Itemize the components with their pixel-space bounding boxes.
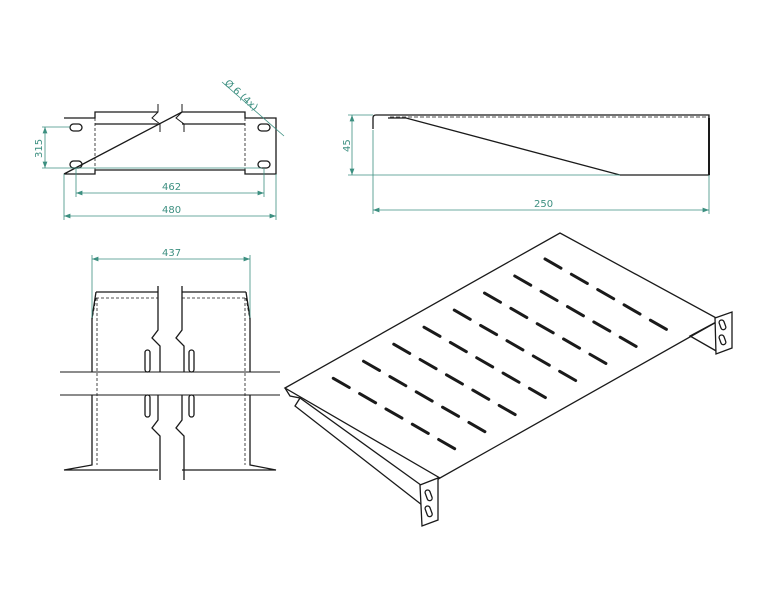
slot <box>531 354 551 367</box>
slot <box>565 305 585 318</box>
isometric-view <box>283 232 733 527</box>
slot <box>444 373 464 386</box>
slot <box>543 257 563 270</box>
ventilation-slots <box>331 257 668 451</box>
inner-width-dim-label: 437 <box>162 248 181 259</box>
slot <box>437 438 457 451</box>
slot <box>569 272 589 285</box>
slot <box>392 342 412 355</box>
slot <box>648 318 668 331</box>
slot <box>362 359 381 372</box>
slot <box>618 335 638 348</box>
slot <box>509 306 529 320</box>
slot <box>596 288 616 301</box>
slot <box>558 369 578 382</box>
slot <box>358 392 378 405</box>
overall-width-dim-label: 480 <box>162 205 181 216</box>
slot <box>535 322 555 335</box>
side-view <box>372 114 710 176</box>
slot <box>418 358 438 371</box>
slot <box>479 323 499 337</box>
side-view-dimensions <box>348 114 710 214</box>
plan-view <box>60 286 280 480</box>
slot <box>422 325 442 338</box>
slot <box>592 320 612 333</box>
height-dim-label: 315 <box>34 139 45 158</box>
slot <box>452 308 472 321</box>
slot <box>414 390 434 403</box>
slot <box>331 376 351 389</box>
slot <box>513 274 533 287</box>
slot <box>562 337 582 350</box>
slot <box>588 352 608 365</box>
hole-note: Ø 6 (4x) <box>222 77 260 113</box>
slot <box>483 291 502 304</box>
slot <box>539 289 559 302</box>
hole-spacing-dim-label: 462 <box>162 182 181 193</box>
front-view <box>63 104 277 175</box>
slot <box>475 356 495 369</box>
slot <box>448 340 468 354</box>
slot <box>527 386 547 400</box>
slot <box>388 375 408 388</box>
slot <box>441 405 461 418</box>
depth-dim-label: 250 <box>534 199 553 210</box>
slot <box>467 420 487 434</box>
slot <box>410 422 430 435</box>
slot <box>497 403 517 417</box>
side-height-dim-label: 45 <box>342 139 353 152</box>
slot <box>622 303 642 316</box>
slot <box>384 407 404 420</box>
slot <box>471 388 491 401</box>
slot <box>501 371 521 384</box>
plan-view-dimensions <box>91 255 251 318</box>
front-view-dimensions <box>42 81 285 220</box>
slot <box>505 339 525 352</box>
